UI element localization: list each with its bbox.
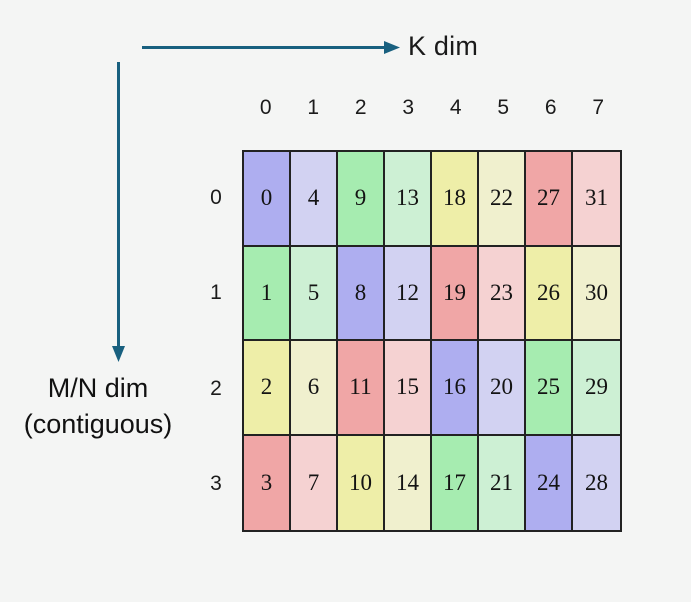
row-header-0: 0 <box>210 185 222 209</box>
mn-dim-label-line2: (contiguous) <box>23 409 173 439</box>
column-header-2: 2 <box>354 96 367 119</box>
column-header-0: 0 <box>259 96 272 119</box>
row-header-column: 0 1 2 3 <box>196 150 236 532</box>
matrix-cell: 5 <box>291 246 338 341</box>
matrix-cell: 11 <box>338 341 385 436</box>
mn-dim-label-line1: M/N dim <box>47 373 149 403</box>
column-header-3: 3 <box>402 96 415 119</box>
matrix-cell: 31 <box>573 152 620 247</box>
matrix-cell: 23 <box>479 246 526 341</box>
matrix-cell: 8 <box>338 246 385 341</box>
matrix-cell: 15 <box>385 341 432 436</box>
matrix-cell: 20 <box>479 341 526 436</box>
matrix-cell: 28 <box>573 435 620 530</box>
column-header-7: 7 <box>592 96 605 119</box>
matrix-cell: 3 <box>244 435 291 530</box>
matrix-cell: 6 <box>291 341 338 436</box>
matrix-cell: 0 <box>244 152 291 247</box>
column-header-row: 0 1 2 3 4 5 6 7 <box>242 96 622 126</box>
matrix-cell: 9 <box>338 152 385 247</box>
matrix-cell: 12 <box>385 246 432 341</box>
mn-dim-label: M/N dim (contiguous) <box>0 370 196 442</box>
matrix-cell: 16 <box>432 341 479 436</box>
matrix-cell: 21 <box>479 435 526 530</box>
matrix-cell: 26 <box>526 246 573 341</box>
column-header-4: 4 <box>449 96 462 119</box>
matrix-cell: 4 <box>291 152 338 247</box>
row-header-3: 3 <box>210 472 222 496</box>
matrix-cell: 22 <box>479 152 526 247</box>
matrix-cell: 18 <box>432 152 479 247</box>
matrix-cell: 14 <box>385 435 432 530</box>
row-header-2: 2 <box>210 376 222 400</box>
matrix-cell: 29 <box>573 341 620 436</box>
mn-dim-arrow-icon <box>112 62 125 362</box>
column-header-6: 6 <box>544 96 557 119</box>
row-header-1: 1 <box>210 281 222 305</box>
matrix-cell: 19 <box>432 246 479 341</box>
matrix-cell: 2 <box>244 341 291 436</box>
matrix-cell: 10 <box>338 435 385 530</box>
column-header-5: 5 <box>497 96 510 119</box>
matrix-cell: 7 <box>291 435 338 530</box>
matrix-cell: 1 <box>244 246 291 341</box>
matrix-cell: 27 <box>526 152 573 247</box>
k-dim-arrow-icon <box>142 41 400 54</box>
matrix-cell: 24 <box>526 435 573 530</box>
matrix-cell: 17 <box>432 435 479 530</box>
matrix-cell: 30 <box>573 246 620 341</box>
matrix-cell: 13 <box>385 152 432 247</box>
matrix-cell: 25 <box>526 341 573 436</box>
k-dim-label: K dim <box>408 31 479 61</box>
column-header-1: 1 <box>307 96 320 119</box>
